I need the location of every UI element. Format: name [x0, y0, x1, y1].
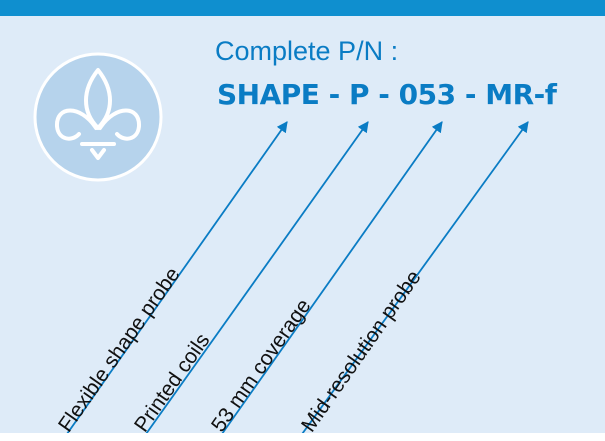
- arrow-printed-coils: [140, 121, 369, 441]
- connector-arrows: [61, 121, 529, 441]
- complete-pn-title: Complete P/N :: [215, 36, 399, 66]
- fleur-de-lis-icon: [54, 68, 142, 160]
- top-bar: [0, 0, 605, 16]
- arrow-53mm-coverage: [216, 121, 443, 441]
- logo: [33, 52, 163, 182]
- arrow-flexible-shape-probe: [61, 121, 288, 441]
- logo-circle: [33, 52, 163, 182]
- part-number: SHAPE - P - 053 - MR-f: [217, 78, 557, 111]
- arrow-mid-resolution-probe: [296, 121, 529, 441]
- bottom-strip: [0, 433, 605, 441]
